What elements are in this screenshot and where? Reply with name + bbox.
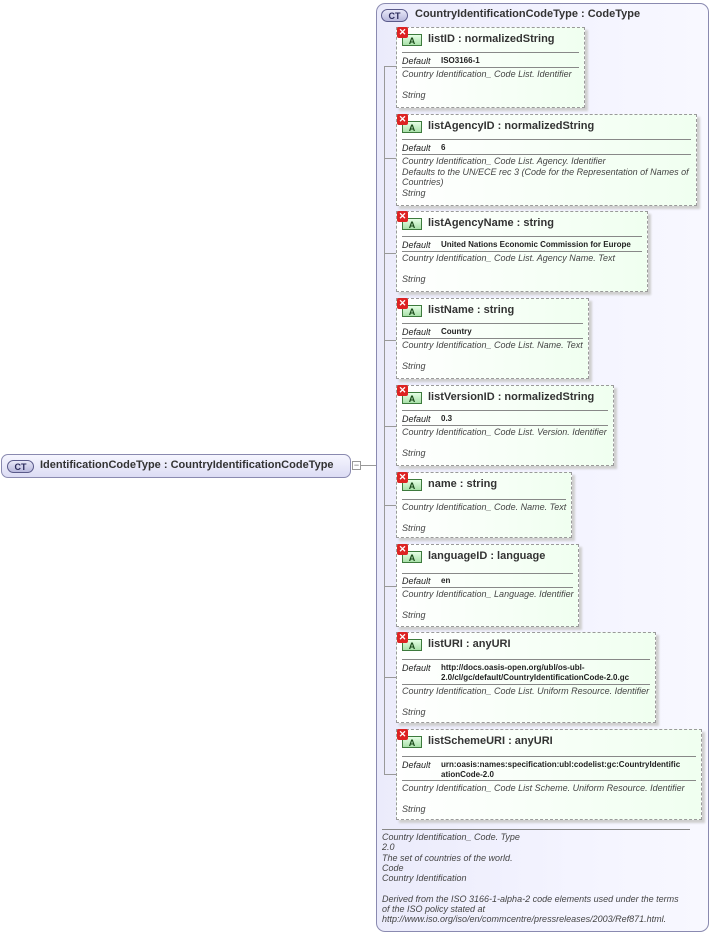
attribute-listVersionID[interactable]: A ✕ listVersionID : normalizedString Def… <box>396 385 614 466</box>
attribute-documentation: Country Identification_ Code List Scheme… <box>402 783 685 814</box>
attribute-listName[interactable]: A ✕ listName : string Default Country Co… <box>396 298 589 379</box>
divider <box>402 236 642 237</box>
default-value: 0.3 <box>441 414 453 423</box>
connector-line <box>384 677 396 678</box>
connector-line <box>384 505 396 506</box>
attribute-name: listSchemeURI : anyURI <box>428 735 553 747</box>
attribute-documentation: Country Identification_ Code List. Agenc… <box>402 156 689 198</box>
optional-x-icon: ✕ <box>397 27 408 38</box>
attribute-name: listName : string <box>428 304 515 316</box>
divider <box>402 499 566 500</box>
connector-line <box>361 465 376 466</box>
attribute-documentation: Country Identification_ Code List. Agenc… <box>402 253 615 284</box>
attribute-listAgencyID[interactable]: A ✕ listAgencyID : normalizedString Defa… <box>396 114 697 206</box>
attribute-documentation: Country Identification_ Code List. Ident… <box>402 69 572 100</box>
connector-line <box>384 66 396 67</box>
default-value: ISO3166-1 <box>441 56 480 65</box>
root-type-box[interactable]: CT IdentificationCodeType : CountryIdent… <box>1 454 351 478</box>
root-type-label: IdentificationCodeType : CountryIdentifi… <box>40 459 334 471</box>
collapse-toggle-button[interactable]: − <box>352 460 361 470</box>
connector-line <box>384 340 396 341</box>
attribute-name: listURI : anyURI <box>428 638 511 650</box>
default-label: Default <box>402 143 431 153</box>
optional-x-icon: ✕ <box>397 114 408 125</box>
complex-type-icon: CT <box>381 9 408 22</box>
default-label: Default <box>402 56 431 66</box>
default-label: Default <box>402 760 431 770</box>
default-label: Default <box>402 414 431 424</box>
divider <box>402 756 696 757</box>
type-documentation: Country Identification_ Code. Type 2.0 T… <box>382 832 679 925</box>
default-value: Country <box>441 327 472 336</box>
attribute-name: listAgencyID : normalizedString <box>428 120 595 132</box>
attribute-documentation: Country Identification_ Code List. Name.… <box>402 340 583 371</box>
attribute-name: languageID : language <box>428 550 546 562</box>
attribute-listAgencyName[interactable]: A ✕ listAgencyName : string Default Unit… <box>396 211 648 292</box>
attribute-documentation: Country Identification_ Language. Identi… <box>402 589 574 620</box>
default-value: http://docs.oasis-open.org/ubl/os-ubl- 2… <box>441 663 630 682</box>
complex-type-label: CountryIdentificationCodeType : CodeType <box>415 8 641 20</box>
optional-x-icon: ✕ <box>397 385 408 396</box>
divider <box>402 425 608 426</box>
divider <box>402 684 650 685</box>
divider <box>402 659 650 660</box>
divider <box>402 780 696 781</box>
optional-x-icon: ✕ <box>397 211 408 222</box>
attribute-listSchemeURI[interactable]: A ✕ listSchemeURI : anyURI Default urn:o… <box>396 729 702 820</box>
complex-type-icon: CT <box>7 460 34 473</box>
divider <box>402 587 573 588</box>
divider <box>402 251 642 252</box>
divider <box>402 52 579 53</box>
attribute-languageID[interactable]: A ✕ languageID : language Default en Cou… <box>396 544 579 627</box>
default-value: urn:oasis:names:specification:ubl:codeli… <box>441 760 681 779</box>
attribute-name: listAgencyName : string <box>428 217 554 229</box>
connector-line <box>384 774 396 775</box>
default-label: Default <box>402 576 431 586</box>
divider <box>382 829 690 830</box>
default-value: United Nations Economic Commission for E… <box>441 240 631 249</box>
attribute-documentation: Country Identification_ Code List. Versi… <box>402 427 607 458</box>
divider <box>402 154 691 155</box>
attribute-documentation: Country Identification_ Code List. Unifo… <box>402 686 650 717</box>
default-value: 6 <box>441 143 446 152</box>
divider <box>402 573 573 574</box>
default-value: en <box>441 576 451 585</box>
attribute-name: listID : normalizedString <box>428 33 555 45</box>
connector-line <box>384 158 396 159</box>
divider <box>402 67 579 68</box>
attribute-listID[interactable]: A ✕ listID : normalizedString Default IS… <box>396 27 585 108</box>
attribute-name: listVersionID : normalizedString <box>428 391 595 403</box>
connector-line <box>384 426 396 427</box>
optional-x-icon: ✕ <box>397 544 408 555</box>
divider <box>402 410 608 411</box>
divider <box>402 323 583 324</box>
optional-x-icon: ✕ <box>397 632 408 643</box>
default-label: Default <box>402 327 431 337</box>
default-label: Default <box>402 240 431 250</box>
optional-x-icon: ✕ <box>397 298 408 309</box>
attribute-documentation: Country Identification_ Code. Name. Text… <box>402 502 567 533</box>
connector-line <box>384 253 396 254</box>
attribute-listURI[interactable]: A ✕ listURI : anyURI Default http://docs… <box>396 632 656 723</box>
connector-line <box>384 586 396 587</box>
optional-x-icon: ✕ <box>397 472 408 483</box>
attribute-connector-line <box>384 66 385 774</box>
default-label: Default <box>402 663 431 673</box>
attribute-name: name : string <box>428 478 498 490</box>
optional-x-icon: ✕ <box>397 729 408 740</box>
attribute-name-field[interactable]: A ✕ name : string Country Identification… <box>396 472 572 538</box>
divider <box>402 338 583 339</box>
divider <box>402 139 691 140</box>
